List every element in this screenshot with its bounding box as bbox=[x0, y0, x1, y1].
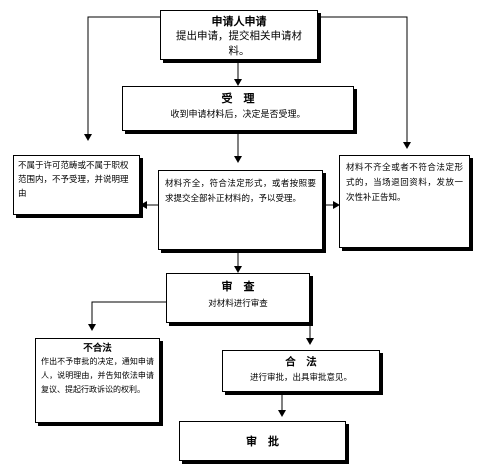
review-box: 审 查 对材料进行审查 bbox=[166, 273, 310, 323]
accept-text: 收到申请材料后，决定是否受理。 bbox=[170, 110, 306, 120]
complete-box: 材料齐全，符合法定形式，或者按照要求提交全部补正材料的，予以受理。 bbox=[158, 170, 323, 250]
approval-title: 审 批 bbox=[246, 435, 279, 448]
incomplete-box: 材料不齐全或者不符合法定形式的，当场退回资料，发放一次性补正告知。 bbox=[339, 155, 470, 248]
applicant-text: 提出申请，提交相关申请材料。 bbox=[176, 30, 302, 57]
applicant-box: 申请人申请 提出申请，提交相关申请材料。 bbox=[160, 10, 318, 60]
review-title: 审 查 bbox=[221, 280, 255, 293]
not-in-scope-box: 不属于许可范畴或不属于职权范围内，不予受理，并说明理由 bbox=[13, 155, 140, 215]
applicant-title: 申请人申请 bbox=[211, 15, 267, 28]
legal-text: 进行审批，出具审批意见。 bbox=[249, 373, 352, 383]
illegal-title: 不合法 bbox=[83, 343, 112, 354]
accept-title: 受 理 bbox=[221, 92, 255, 105]
legal-box: 合 法 进行审批，出具审批意见。 bbox=[222, 350, 380, 392]
not-in-scope-text: 不属于许可范畴或不属于职权范围内，不予受理，并说明理由 bbox=[18, 161, 129, 199]
approval-box: 审 批 bbox=[179, 421, 346, 461]
arrow-applicant-to-incomplete bbox=[318, 16, 411, 149]
complete-text: 材料齐全，符合法定形式，或者按照要求提交全部补正材料的，予以受理。 bbox=[165, 179, 316, 204]
legal-title: 合 法 bbox=[285, 356, 317, 368]
incomplete-text: 材料不齐全或者不符合法定形式的，当场退回资料，发放一次性补正告知。 bbox=[346, 163, 463, 203]
arrow-applicant-to-not-in-scope bbox=[84, 16, 160, 141]
illegal-text: 作出不予审批的决定，通知申请人，说明理由，并告知依法申请复议、提起行政诉讼的权利… bbox=[41, 357, 154, 394]
accept-box: 受 理 收到申请材料后，决定是否受理。 bbox=[122, 86, 354, 131]
review-text: 对材料进行审查 bbox=[208, 299, 268, 309]
illegal-box: 不合法 作出不予审批的决定，通知申请人，说明理由，并告知依法申请复议、提起行政诉… bbox=[35, 338, 160, 423]
arrow-review-to-illegal bbox=[88, 301, 166, 331]
